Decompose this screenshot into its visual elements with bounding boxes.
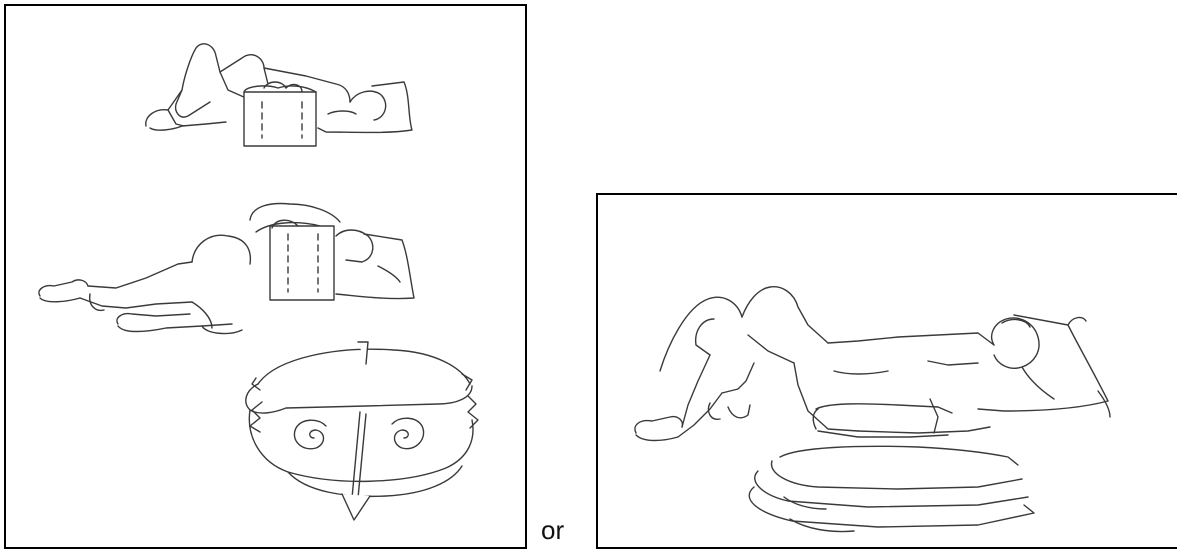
right-panel-sketch [598,195,1177,549]
side-lying-person-with-pillow-drawing [39,204,414,334]
supine-person-with-pillow-drawing [146,44,412,146]
rolled-pillow-diagram [246,342,478,520]
right-illustration-panel [596,193,1177,549]
left-panel-sketch [6,6,525,547]
supine-person-on-stacked-pillows-drawing [635,287,1110,532]
or-connector-label: or [541,515,564,545]
left-illustration-panel [4,4,527,549]
